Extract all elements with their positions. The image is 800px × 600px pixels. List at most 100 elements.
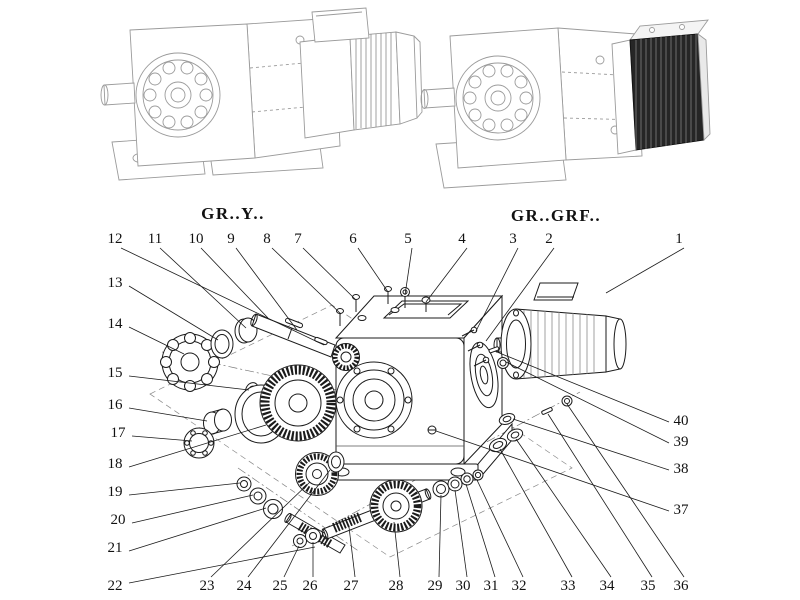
leader-line [505, 361, 670, 444]
bearing-parts [183, 408, 232, 459]
output-shaft-cluster [160, 313, 360, 400]
leader-line [476, 479, 524, 578]
leader-line [425, 247, 468, 303]
callout-number: 27 [344, 578, 360, 594]
callout-number: 9 [227, 231, 235, 247]
callout-number: 25 [273, 578, 288, 594]
output-shaft [103, 82, 136, 106]
leader-line [283, 545, 300, 578]
leader-line [454, 489, 468, 578]
leader-line [128, 482, 241, 496]
main-gear [259, 364, 337, 442]
callout-number: 13 [108, 275, 123, 291]
callout-number: 32 [512, 578, 527, 594]
callout-number: 34 [600, 578, 616, 594]
callout-number: 8 [263, 231, 271, 247]
callout-number: 39 [674, 434, 689, 450]
callout-number: 37 [674, 502, 690, 518]
callout-number: 28 [389, 578, 404, 594]
callout-number: 5 [404, 231, 412, 247]
leader-line [605, 247, 685, 294]
terminal-box [533, 282, 579, 301]
callout-number: 30 [456, 578, 471, 594]
callout-number: 38 [674, 461, 689, 477]
leader-line [128, 424, 267, 468]
leader-line [128, 546, 316, 584]
breather-plug [421, 296, 431, 304]
assembled-view-gr-y [100, 7, 423, 181]
ball-bearing [183, 427, 215, 459]
leader-line [235, 247, 298, 331]
callout-numbers: 12 11 10 9 8 7 6 5 4 3 2 1 13 14 15 16 1… [108, 231, 690, 594]
callout-number: 14 [108, 316, 124, 332]
terminal-box [311, 7, 370, 43]
figure-label-gr-y: GR..Y.. [201, 204, 265, 223]
callout-number: 10 [189, 231, 204, 247]
leader-line [159, 247, 247, 329]
callout-number: 24 [237, 578, 253, 594]
callout-number: 7 [294, 231, 302, 247]
callout-number: 40 [674, 413, 689, 429]
leader-line [302, 247, 357, 301]
callout-number: 11 [148, 231, 162, 247]
shim-ring [498, 413, 516, 425]
callout-number: 3 [509, 231, 517, 247]
circlip [497, 357, 509, 369]
callout-number: 17 [111, 425, 127, 441]
leader-line [547, 413, 653, 578]
output-shaft [251, 313, 336, 358]
leader-line [485, 247, 555, 342]
leader-line [499, 448, 573, 578]
bottom-shaft-cluster [293, 469, 484, 548]
assembled-view-gr-grf [420, 19, 711, 189]
eye-bolt [400, 287, 410, 297]
leader-line [128, 326, 185, 355]
callout-number: 15 [108, 365, 123, 381]
leader-line [128, 375, 250, 391]
callout-number: 18 [108, 456, 123, 472]
callout-number: 31 [484, 578, 499, 594]
callout-number: 21 [108, 540, 123, 556]
leader-line [210, 481, 311, 578]
main-gear-set [234, 364, 337, 444]
leader-line [128, 407, 208, 422]
output-shaft [423, 87, 456, 109]
leader-lines [120, 247, 685, 584]
leader-line [393, 521, 401, 578]
callout-number: 33 [561, 578, 576, 594]
gearbox-housing [321, 294, 513, 482]
shaft-key [541, 407, 553, 415]
callout-number: 29 [428, 578, 443, 594]
leader-line [496, 351, 670, 423]
callout-number: 36 [674, 578, 690, 594]
callout-number: 16 [108, 397, 124, 413]
leader-line [131, 435, 193, 442]
input-shaft-parts [461, 326, 573, 453]
callout-number: 26 [303, 578, 319, 594]
callout-number: 19 [108, 484, 123, 500]
leader-line [404, 247, 413, 296]
shaft-key [488, 346, 500, 354]
leader-line [566, 403, 685, 578]
leader-line [435, 430, 670, 512]
callout-number: 22 [108, 578, 123, 594]
callout-number: 23 [200, 578, 215, 594]
leader-line [512, 418, 670, 471]
leader-line [247, 469, 331, 578]
leader-line [475, 247, 519, 332]
leader-line [357, 247, 389, 293]
motor-body [349, 31, 401, 131]
callout-number: 20 [111, 512, 126, 528]
leader-line [120, 247, 325, 346]
section-plane [149, 304, 573, 558]
callout-number: 2 [545, 231, 553, 247]
callout-number: 4 [458, 231, 466, 247]
leader-line [515, 438, 612, 578]
leader-line [128, 507, 267, 552]
leader-line [348, 526, 356, 578]
electric-motor [493, 282, 627, 380]
leader-line [200, 247, 269, 319]
leader-line [271, 247, 342, 315]
